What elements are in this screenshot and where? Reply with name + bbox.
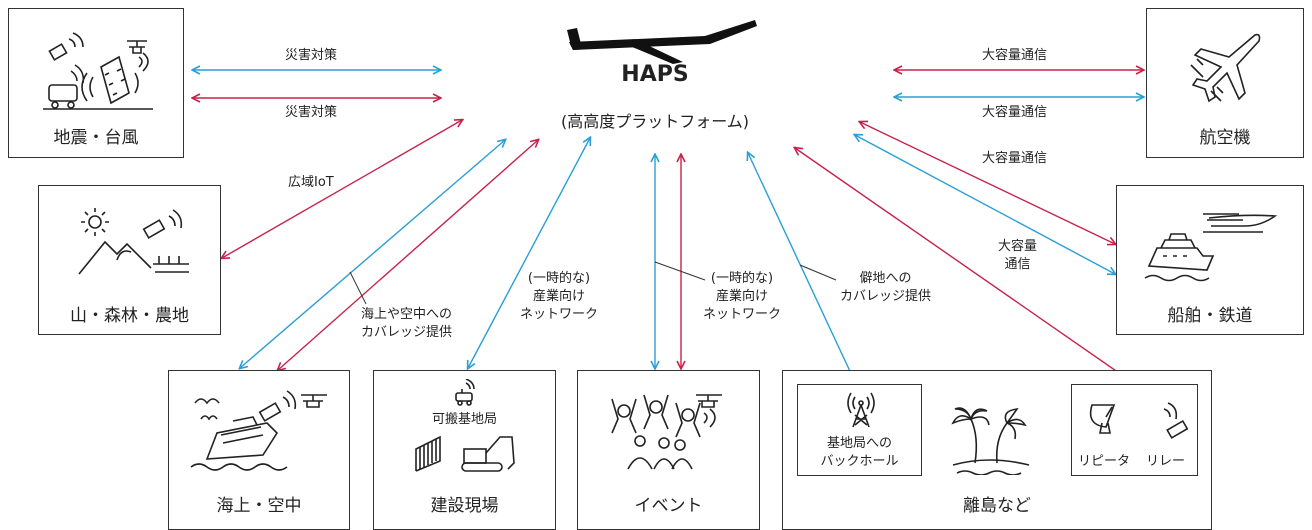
ship-train-icon <box>1144 213 1278 282</box>
arrow-repeater <box>795 148 1132 382</box>
box-island: 基地局への バックホール リピータ リレー 離島など <box>782 370 1212 530</box>
link-sea-label: 海上や空中への カバレッジ提供 <box>361 307 453 340</box>
link-capacity-label-3: 大容量通信 <box>982 151 1048 166</box>
arrow-ship-red <box>860 122 1115 244</box>
island-palm-icon <box>951 407 1030 475</box>
box-aircraft: 航空機 <box>1146 8 1304 158</box>
link-capacity-label-1: 大容量通信 <box>982 48 1048 63</box>
haps-title: HAPS <box>621 62 689 87</box>
ship-drone-icon <box>190 390 327 471</box>
arrow-construction <box>468 138 590 368</box>
crowd-drone-icon <box>611 394 722 470</box>
leader-sea <box>349 271 367 305</box>
box-mountain-label: 山・森林・農地 <box>70 306 189 326</box>
arrow-ship-blue <box>855 135 1115 274</box>
construction-sub-label: 可搬基地局 <box>431 412 497 427</box>
box-ship-rail: 船舶・鉄道 <box>1116 185 1304 335</box>
repeater-relay-icon <box>1089 402 1189 439</box>
box-island-label: 離島など <box>963 496 1031 516</box>
construction-machinery-icon <box>415 435 515 472</box>
backhaul-label: 基地局への バックホール <box>820 436 899 469</box>
box-construction: 可搬基地局 建設現場 <box>373 370 556 530</box>
box-repeater: リピータ リレー <box>1071 384 1198 476</box>
repeater-label: リピータ <box>1078 454 1131 469</box>
box-sea: 海上・空中 <box>168 370 350 530</box>
box-sea-label: 海上・空中 <box>216 496 302 516</box>
box-disaster-label: 地震・台風 <box>53 128 139 148</box>
box-construction-label: 建設現場 <box>430 496 499 516</box>
leader-island <box>799 264 837 281</box>
haps-subtitle: (高高度プラットフォーム) <box>560 112 749 131</box>
box-event-label: イベント <box>634 496 703 516</box>
disaster-icon <box>43 32 153 110</box>
link-event-label: (一時的な) 産業向け ネットワーク <box>703 271 782 322</box>
link-disaster-label-1: 災害対策 <box>285 48 338 63</box>
mountain-icon <box>78 208 189 275</box>
connection-lines <box>0 0 1312 517</box>
haps-aircraft-icon <box>567 20 757 64</box>
arrow-iot <box>222 120 462 258</box>
box-disaster: 地震・台風 <box>8 8 184 158</box>
link-capacity-label-4: 大容量 通信 <box>998 239 1038 272</box>
box-aircraft-label: 航空機 <box>1199 128 1251 148</box>
box-backhaul: 基地局への バックホール <box>797 384 922 476</box>
box-event: イベント <box>577 370 760 530</box>
link-island-label: 僻地への カバレッジ提供 <box>840 271 932 304</box>
mobile-base-station-icon <box>455 379 475 406</box>
airplane-icon <box>1190 33 1261 103</box>
leader-event <box>654 261 706 281</box>
link-disaster-label-2: 災害対策 <box>285 105 338 120</box>
link-iot-label: 広域IoT <box>288 175 334 190</box>
box-mountain: 山・森林・農地 <box>38 185 221 335</box>
arrow-island <box>748 153 855 382</box>
relay-label: リレー <box>1146 454 1186 469</box>
box-ship-rail-label: 船舶・鉄道 <box>1167 306 1253 326</box>
link-capacity-label-2: 大容量通信 <box>982 105 1048 120</box>
link-construction-label: (一時的な) 産業向け ネットワーク <box>520 271 599 322</box>
antenna-tower-icon <box>847 392 875 428</box>
